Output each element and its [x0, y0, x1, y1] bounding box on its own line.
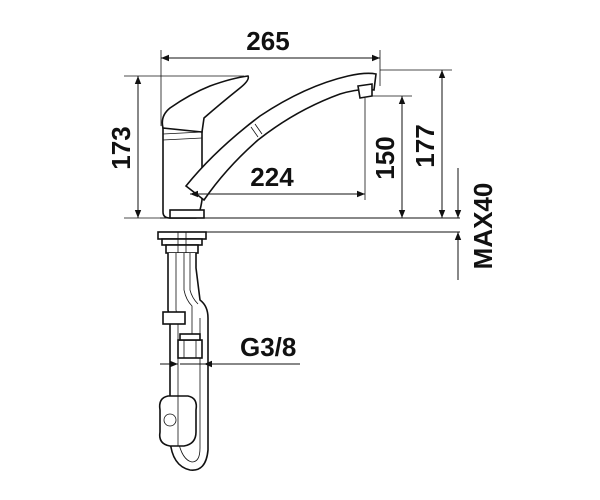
- label-total-height: 173: [106, 126, 136, 169]
- dimension-265: 265: [160, 26, 381, 126]
- mounting-assembly: [157, 231, 207, 254]
- dimension-177: 177: [380, 69, 452, 218]
- dimension-g38: G3/8: [160, 332, 300, 368]
- dimension-max40: MAX40: [454, 168, 498, 280]
- label-outlet-height-high: 177: [410, 124, 440, 167]
- faucet-body: [161, 72, 377, 219]
- dimension-173: 173: [106, 75, 244, 219]
- label-connection-thread: G3/8: [240, 332, 296, 362]
- supply-hoses: [158, 253, 209, 471]
- dimension-150: 150: [370, 95, 412, 218]
- label-spout-reach: 224: [250, 162, 294, 192]
- worktop-lines: [160, 217, 460, 233]
- label-max-worktop: MAX40: [468, 183, 498, 270]
- dimension-224: 224: [190, 98, 366, 200]
- label-total-length: 265: [246, 26, 289, 56]
- label-outlet-height-low: 150: [370, 136, 400, 179]
